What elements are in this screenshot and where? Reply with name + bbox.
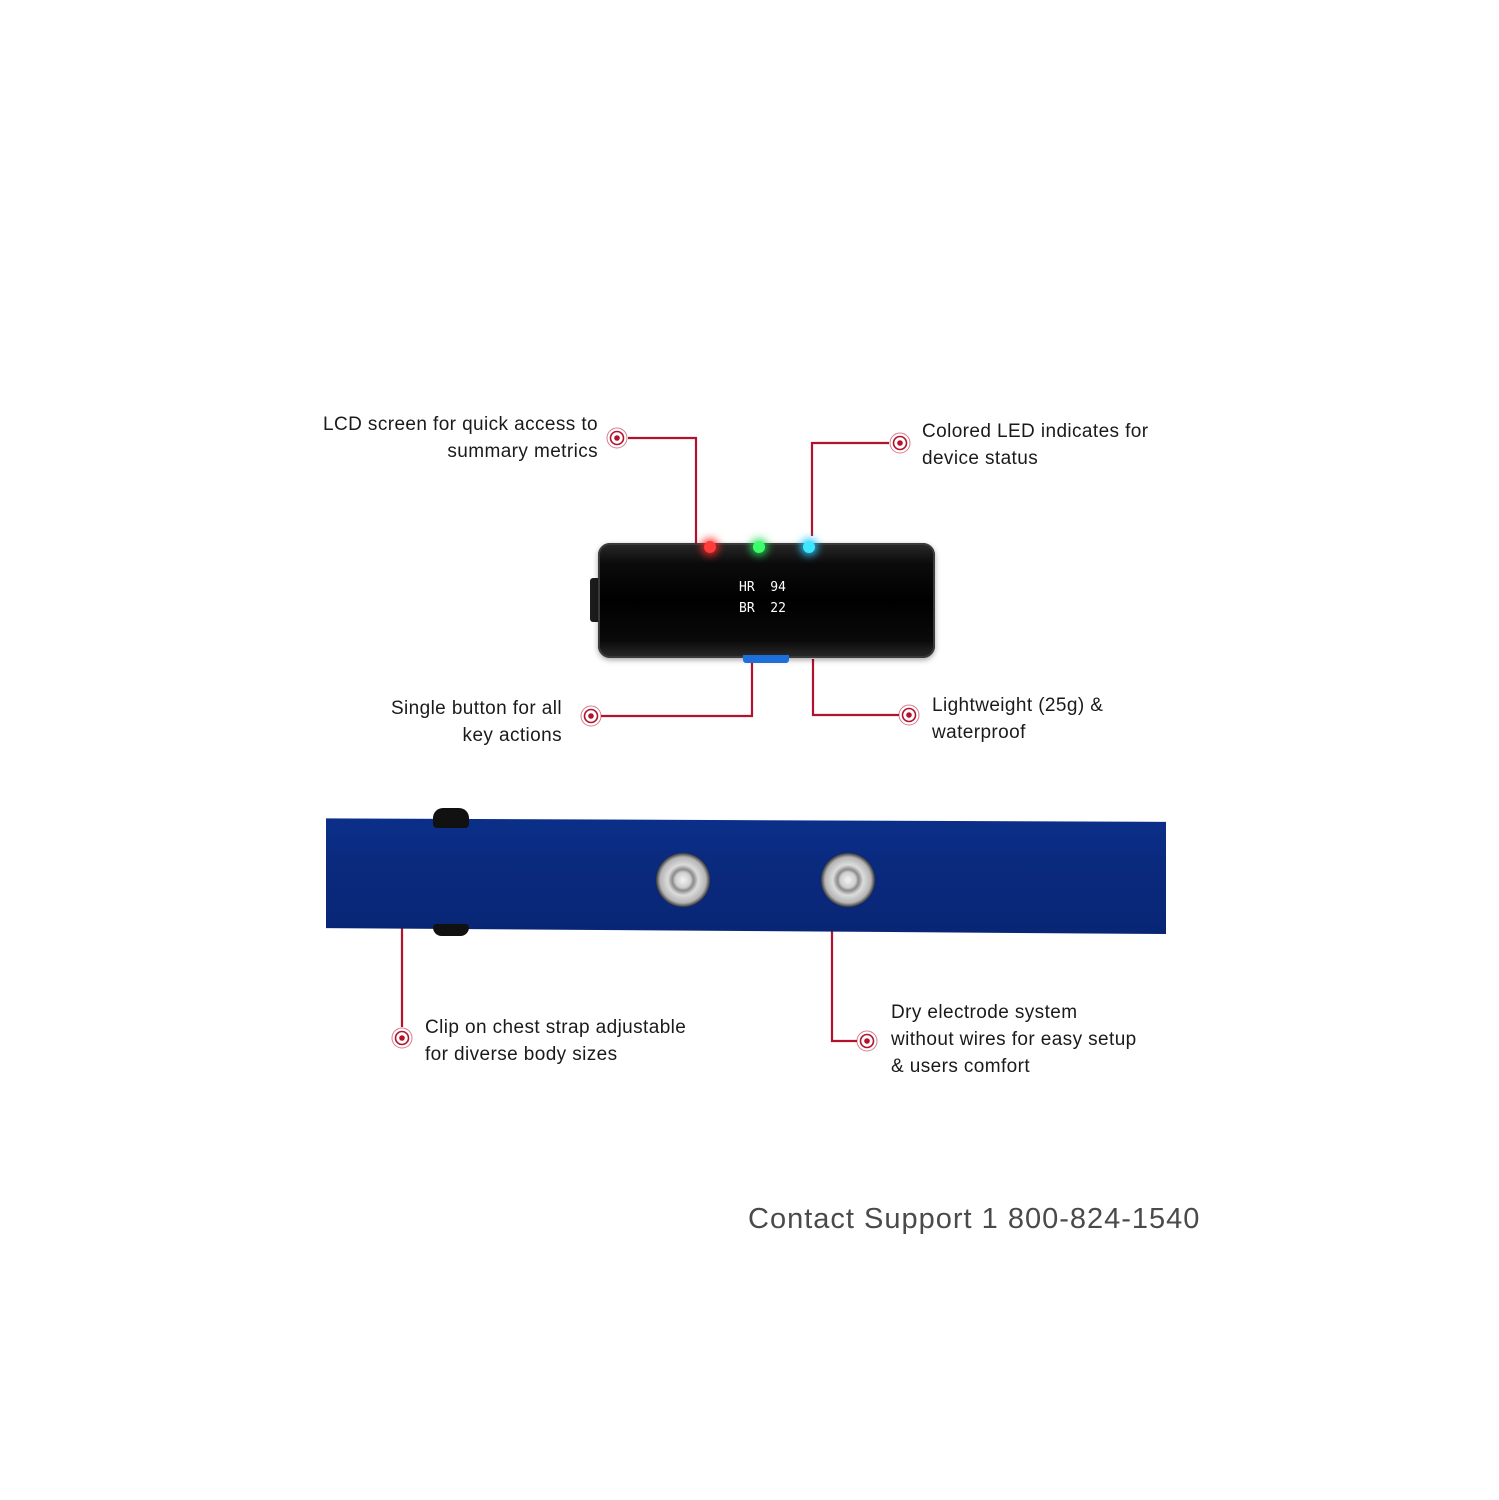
callout-led-line-1: Colored LED indicates for — [922, 421, 1149, 442]
callout-led-line-2: device status — [922, 448, 1039, 469]
target-icon-electrode — [856, 1030, 878, 1052]
callout-strap-line-1: Clip on chest strap adjustable — [425, 1017, 687, 1038]
lcd-breath-rate: BR 22 — [739, 601, 786, 616]
callout-electrode: Dry electrode system without wires for e… — [891, 999, 1137, 1080]
callout-strap: Clip on chest strap adjustable for diver… — [425, 1014, 686, 1068]
callout-electrode-line-3: & users comfort — [891, 1056, 1031, 1077]
strap-clip-bottom — [433, 924, 469, 936]
target-icon-strap — [391, 1027, 413, 1049]
callout-lcd-line-1: LCD screen for quick access to — [323, 414, 598, 435]
target-icon-lcd — [606, 427, 628, 449]
callout-weight-line-1: Lightweight (25g) & — [932, 695, 1104, 716]
heart-rate-monitor-device — [598, 543, 935, 658]
contact-support-text: Contact Support 1 800-824-1540 — [748, 1203, 1201, 1235]
led-blue-indicator — [803, 541, 815, 553]
device-side-button — [590, 578, 600, 622]
target-icon-button — [580, 705, 602, 727]
connector-weight — [811, 659, 899, 717]
callout-lcd-line-2: summary metrics — [447, 441, 598, 462]
connector-led — [810, 441, 889, 536]
callout-strap-line-2: for diverse body sizes — [425, 1044, 618, 1065]
connector-button — [601, 661, 754, 718]
lcd-heart-rate: HR 94 — [739, 580, 786, 595]
strap-clip-top — [433, 808, 469, 828]
led-red-indicator — [704, 541, 716, 553]
lcd-screen: HR 94 BR 22 — [739, 577, 799, 619]
callout-lcd: LCD screen for quick access to summary m… — [323, 411, 598, 465]
led-green-indicator — [753, 541, 765, 553]
callout-weight: Lightweight (25g) & waterproof — [932, 692, 1103, 746]
callout-button-line-1: Single button for all — [390, 698, 562, 719]
callout-button: Single button for all key actions — [391, 695, 562, 749]
device-action-button — [743, 655, 789, 663]
chest-strap — [326, 818, 1166, 934]
target-icon-weight — [898, 704, 920, 726]
target-icon-led — [889, 432, 911, 454]
connector-lcd — [628, 436, 698, 543]
callout-electrode-line-1: Dry electrode system — [891, 1002, 1078, 1023]
electrode-snap-left — [656, 853, 710, 907]
callout-weight-line-2: waterproof — [932, 722, 1026, 743]
electrode-snap-right — [821, 853, 875, 907]
callout-led: Colored LED indicates for device status — [922, 418, 1149, 472]
connector-electrode — [830, 896, 857, 1043]
callout-electrode-line-2: without wires for easy setup — [891, 1029, 1137, 1050]
callout-button-line-2: key actions — [462, 725, 562, 746]
